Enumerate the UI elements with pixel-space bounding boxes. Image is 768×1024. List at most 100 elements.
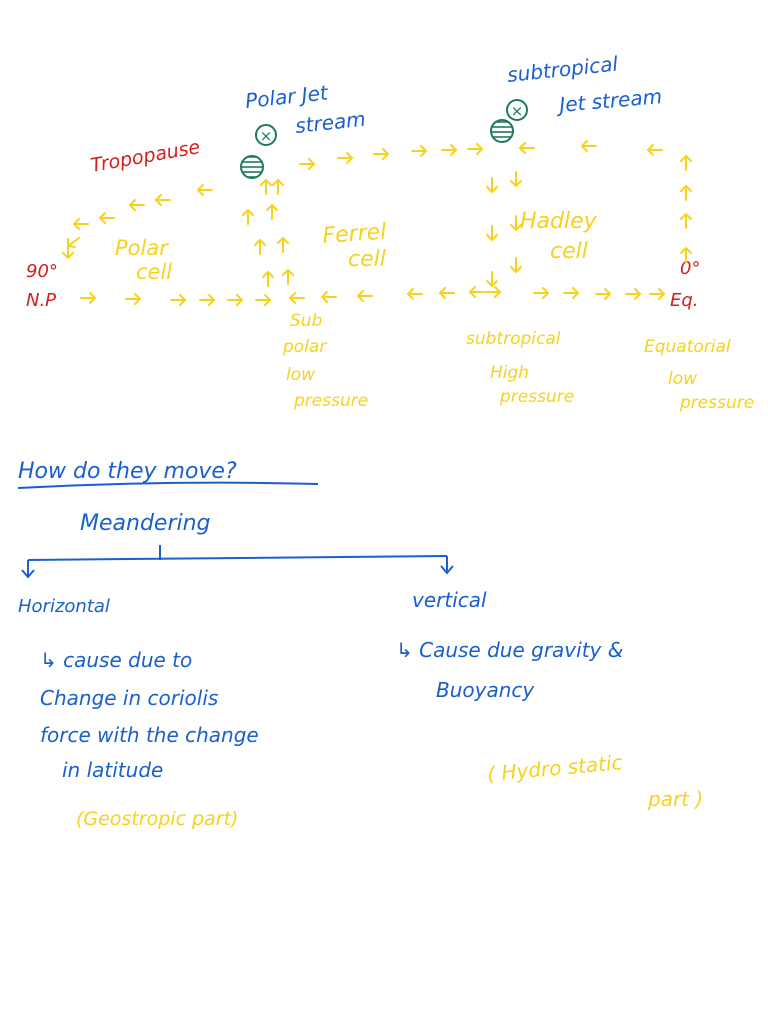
arrow-subtropical-descend-3 bbox=[510, 215, 522, 232]
arrow-polar-surface-5 bbox=[255, 294, 272, 306]
question-heading: How do they move? bbox=[18, 459, 237, 484]
arrow-equator-rise-1 bbox=[680, 184, 692, 201]
arrow-subtropical-descend-0 bbox=[486, 177, 498, 194]
equator-label: Eq. bbox=[670, 290, 699, 311]
circulation-arrows bbox=[62, 140, 692, 306]
arrow-hadley-upper-2 bbox=[646, 144, 663, 156]
arrow-polar-surface-1 bbox=[125, 293, 142, 305]
subtropical-jet-label-1: subtropical bbox=[506, 51, 619, 87]
arrow-ferrel-upper-2 bbox=[373, 148, 390, 160]
equatorial-low-label-1: Equatorial bbox=[644, 337, 731, 357]
hadley-cell-label-2: cell bbox=[550, 239, 588, 264]
arrow-ferrel-surface-4 bbox=[438, 287, 455, 299]
arrow-rising-polar-front-4 bbox=[262, 270, 274, 287]
arrow-polar-surface-3 bbox=[199, 294, 216, 306]
subtropical-jet-label-2: Jet stream bbox=[554, 84, 663, 117]
arrow-rising-polar-front-7 bbox=[272, 178, 284, 195]
arrow-ferrel-surface-1 bbox=[320, 291, 337, 303]
svg-text:×: × bbox=[511, 102, 524, 120]
subtropical-high-label-1: subtropical bbox=[466, 329, 561, 349]
arrow-hadley-surface-2 bbox=[563, 287, 580, 299]
horizontal-heading: Horizontal bbox=[18, 596, 110, 617]
subtropical-jet-cross-icon: × bbox=[506, 99, 528, 121]
arrow-rising-polar-front-0 bbox=[242, 208, 254, 225]
arrow-polar-upper-1 bbox=[128, 199, 145, 211]
arrow-ferrel-upper-5 bbox=[467, 143, 484, 155]
arrow-polar-upper-2 bbox=[154, 194, 171, 206]
arrow-rising-polar-front-5 bbox=[282, 268, 294, 285]
polar-jet-label-2: stream bbox=[294, 107, 367, 138]
sub-polar-label-1: Sub bbox=[290, 311, 322, 331]
polar-jet-cross-icon: × bbox=[255, 124, 277, 146]
arrow-ferrel-upper-0 bbox=[299, 158, 316, 170]
arrow-hadley-surface-5 bbox=[649, 288, 666, 300]
arrow-ferrel-surface-3 bbox=[406, 288, 423, 300]
branch-connector bbox=[21, 545, 454, 579]
vertical-heading: vertical bbox=[412, 588, 487, 612]
arrow-rising-polar-front-1 bbox=[266, 203, 278, 220]
arrow-polar-surface-4 bbox=[227, 294, 244, 306]
equatorial-low-label-2: low bbox=[668, 369, 697, 389]
north-pole-label: N.P bbox=[26, 290, 56, 311]
equatorial-low-label-3: pressure bbox=[679, 393, 754, 413]
arrow-equator-rise-2 bbox=[680, 212, 692, 229]
vertical-part-label-2: part ) bbox=[647, 787, 703, 811]
arrow-hadley-upper-0 bbox=[518, 142, 535, 154]
sub-polar-label-2: polar bbox=[282, 337, 327, 357]
polar-jet-hatched-icon bbox=[240, 155, 264, 179]
arrow-rising-polar-front-6 bbox=[260, 178, 272, 195]
arrow-ferrel-upper-3 bbox=[411, 145, 428, 157]
subtropical-high-label-2: High bbox=[490, 363, 529, 383]
svg-text:×: × bbox=[260, 127, 273, 145]
arrow-rising-polar-front-2 bbox=[254, 238, 266, 255]
north-pole-degree: 90° bbox=[26, 261, 58, 282]
arrow-ferrel-surface-2 bbox=[356, 290, 373, 302]
arrow-ferrel-surface-0 bbox=[288, 292, 305, 304]
sub-polar-label-3: low bbox=[286, 365, 315, 385]
arrow-hadley-surface-0 bbox=[485, 286, 502, 298]
arrow-equator-rise-3 bbox=[680, 246, 692, 263]
arrow-equator-rise-0 bbox=[680, 154, 692, 171]
horizontal-line-4: in latitude bbox=[62, 758, 163, 782]
ferrel-cell-label-1: Ferrel bbox=[322, 220, 388, 249]
arrow-subtropical-descend-4 bbox=[510, 257, 522, 274]
tropopause-label: Tropopause bbox=[89, 136, 202, 177]
arrow-hadley-surface-1 bbox=[533, 287, 550, 299]
sub-polar-label-4: pressure bbox=[293, 391, 368, 411]
arrow-hadley-surface-4 bbox=[625, 288, 642, 300]
equator-degree: 0° bbox=[680, 258, 700, 279]
vertical-line-1: ↳ Cause due gravity & bbox=[396, 638, 623, 662]
horizontal-part-label: (Geostropic part) bbox=[76, 808, 238, 830]
subtropical-high-label-3: pressure bbox=[499, 387, 574, 407]
horizontal-line-2: Change in coriolis bbox=[40, 686, 218, 710]
polar-jet-label-1: Polar Jet bbox=[244, 80, 330, 113]
arrow-polar-upper-0 bbox=[196, 184, 213, 196]
vertical-part-label-1: ( Hydro static bbox=[486, 750, 623, 786]
arrow-hadley-upper-1 bbox=[580, 140, 597, 152]
horizontal-line-1: ↳ cause due to bbox=[40, 648, 192, 672]
arrow-polar-descend-0 bbox=[67, 237, 80, 248]
arrow-polar-descend-1 bbox=[62, 243, 74, 260]
meandering-label: Meandering bbox=[80, 511, 211, 536]
vertical-line-2: Buoyancy bbox=[436, 678, 535, 702]
arrow-ferrel-upper-4 bbox=[441, 144, 458, 156]
question-underline bbox=[17, 481, 319, 489]
arrow-subtropical-descend-5 bbox=[486, 271, 498, 288]
arrow-subtropical-descend-2 bbox=[486, 225, 498, 242]
arrow-ferrel-surface-5 bbox=[468, 286, 485, 298]
hadley-cell-label-1: Hadley bbox=[520, 209, 598, 234]
arrow-polar-upper-3 bbox=[98, 212, 115, 224]
arrow-rising-polar-front-3 bbox=[277, 236, 289, 253]
polar-cell-label-2: cell bbox=[136, 260, 172, 284]
subtropical-jet-hatched-icon bbox=[490, 119, 514, 143]
arrow-polar-surface-0 bbox=[80, 292, 97, 304]
horizontal-line-3: force with the change bbox=[40, 723, 259, 747]
arrow-ferrel-upper-1 bbox=[337, 152, 354, 164]
arrow-polar-surface-2 bbox=[170, 294, 187, 306]
arrow-hadley-surface-3 bbox=[595, 288, 612, 300]
arrow-polar-upper-4 bbox=[72, 218, 89, 230]
ferrel-cell-label-2: cell bbox=[348, 247, 386, 272]
arrow-subtropical-descend-1 bbox=[510, 171, 522, 188]
polar-cell-label-1: Polar bbox=[115, 236, 169, 260]
